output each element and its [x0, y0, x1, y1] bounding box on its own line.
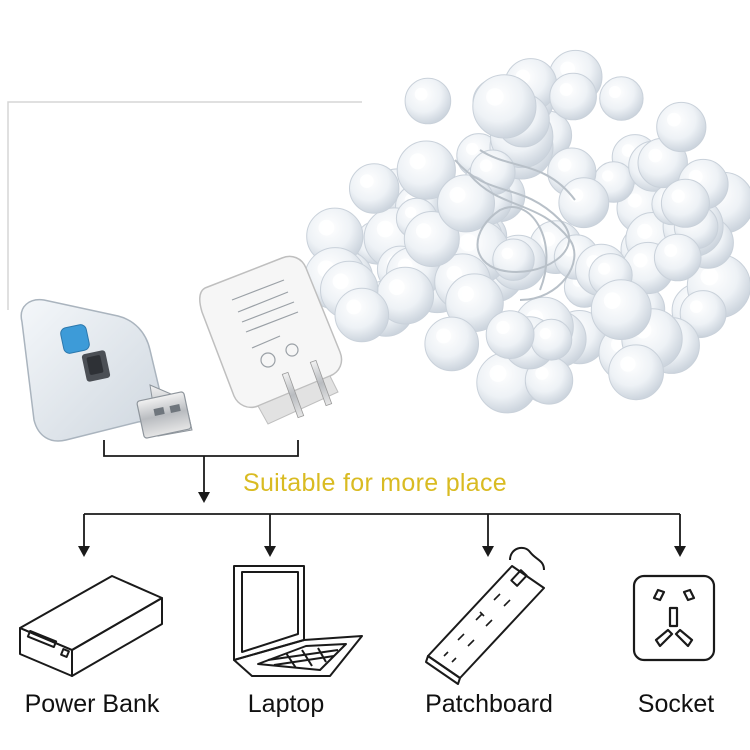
led-bulb-highlight [620, 356, 636, 372]
led-bulb [549, 72, 597, 121]
led-bulb-highlight [689, 300, 703, 313]
arrow-down-icon [482, 546, 494, 557]
device-label-socket: Socket [637, 690, 715, 718]
led-bulb-highlight [608, 85, 622, 99]
light-string-wire [454, 149, 576, 301]
led-bulb-highlight [667, 112, 681, 127]
device-label-power-bank: Power Bank [24, 690, 160, 718]
led-bulb [492, 238, 535, 281]
led-bulb-highlight [404, 206, 417, 219]
led-bulb [530, 318, 573, 361]
led-bulb-highlight [602, 170, 614, 182]
led-bulb [404, 77, 452, 125]
led-bulb [424, 316, 480, 372]
led-bulb [656, 101, 707, 153]
led-bulb-highlight [414, 87, 428, 101]
led-bulb-highlight [637, 223, 653, 239]
led-bulb-highlight [457, 285, 474, 303]
remote-button-icon [60, 324, 90, 354]
led-bulb-highlight [486, 88, 504, 106]
led-bulb-highlight [318, 219, 335, 236]
power-bank-icon [19, 575, 163, 677]
power-adapter [199, 255, 343, 425]
device-label-laptop: Laptop [247, 690, 325, 718]
led-bulb-highlight [559, 83, 573, 96]
led-bulb [349, 163, 400, 214]
led-bulb [590, 279, 652, 341]
led-bulb [334, 287, 390, 343]
power-strip-icon [425, 546, 545, 685]
led-bulb [396, 140, 456, 200]
led-bulb-highlight [346, 299, 362, 315]
wall-socket-icon [632, 574, 716, 662]
arrow-down-icon [264, 546, 276, 557]
led-bulb-highlight [359, 174, 374, 189]
led-bulb-highlight [436, 328, 452, 344]
led-bulb-highlight [446, 265, 463, 282]
led-bulb-highlight [409, 153, 426, 170]
led-bulb [660, 178, 710, 228]
led-bulb [679, 290, 727, 337]
led-bulb-highlight [388, 279, 405, 296]
led-bubble-light-string [304, 49, 750, 414]
arrow-down-icon [78, 546, 90, 557]
led-bulb-highlight [332, 273, 349, 290]
arrow-down-icon [674, 546, 686, 557]
led-bulb [558, 177, 610, 229]
led-bulb-highlight [627, 193, 642, 208]
led-bulb-highlight [648, 148, 663, 163]
laptop-icon [233, 565, 363, 677]
led-bulb-highlight [671, 189, 685, 203]
led-bulb-highlight [466, 142, 479, 156]
led-bulb-highlight [603, 292, 621, 309]
led-bulb [485, 310, 535, 360]
led-bulb-highlight [459, 233, 477, 252]
arrow-down-icon [198, 492, 210, 503]
led-bulb-highlight [621, 144, 635, 157]
distribution-lines [83, 513, 681, 548]
led-bulb [599, 76, 644, 121]
led-bulb [653, 233, 702, 282]
cable-outline [7, 101, 362, 310]
led-bulb-highlight [557, 158, 572, 172]
led-bulb-highlight [489, 365, 507, 382]
led-bulb-highlight [598, 262, 611, 275]
led-bulb-highlight [700, 267, 719, 286]
led-bulb [403, 211, 460, 267]
led-bulb-highlight [496, 320, 510, 335]
led-bulb-highlight [535, 366, 549, 380]
led-bulb [608, 344, 664, 401]
led-bulb-highlight [664, 244, 678, 257]
led-bulb-highlight [449, 186, 466, 203]
connector-lines [103, 440, 299, 494]
led-bulb-highlight [415, 223, 432, 239]
led-bulb-highlight [501, 247, 514, 260]
led-bulb [472, 74, 537, 139]
usb-connector [136, 391, 192, 439]
device-label-patchboard: Patchboard [425, 690, 553, 718]
led-bulb-highlight [539, 327, 551, 340]
led-bulb-highlight [376, 220, 394, 238]
led-bulb-highlight [479, 159, 493, 172]
headline: Suitable for more place [243, 469, 507, 497]
usb-remote-controller [20, 298, 193, 442]
led-bulb [437, 174, 495, 233]
led-bulb-highlight [560, 61, 575, 77]
led-bulb-highlight [633, 253, 648, 268]
